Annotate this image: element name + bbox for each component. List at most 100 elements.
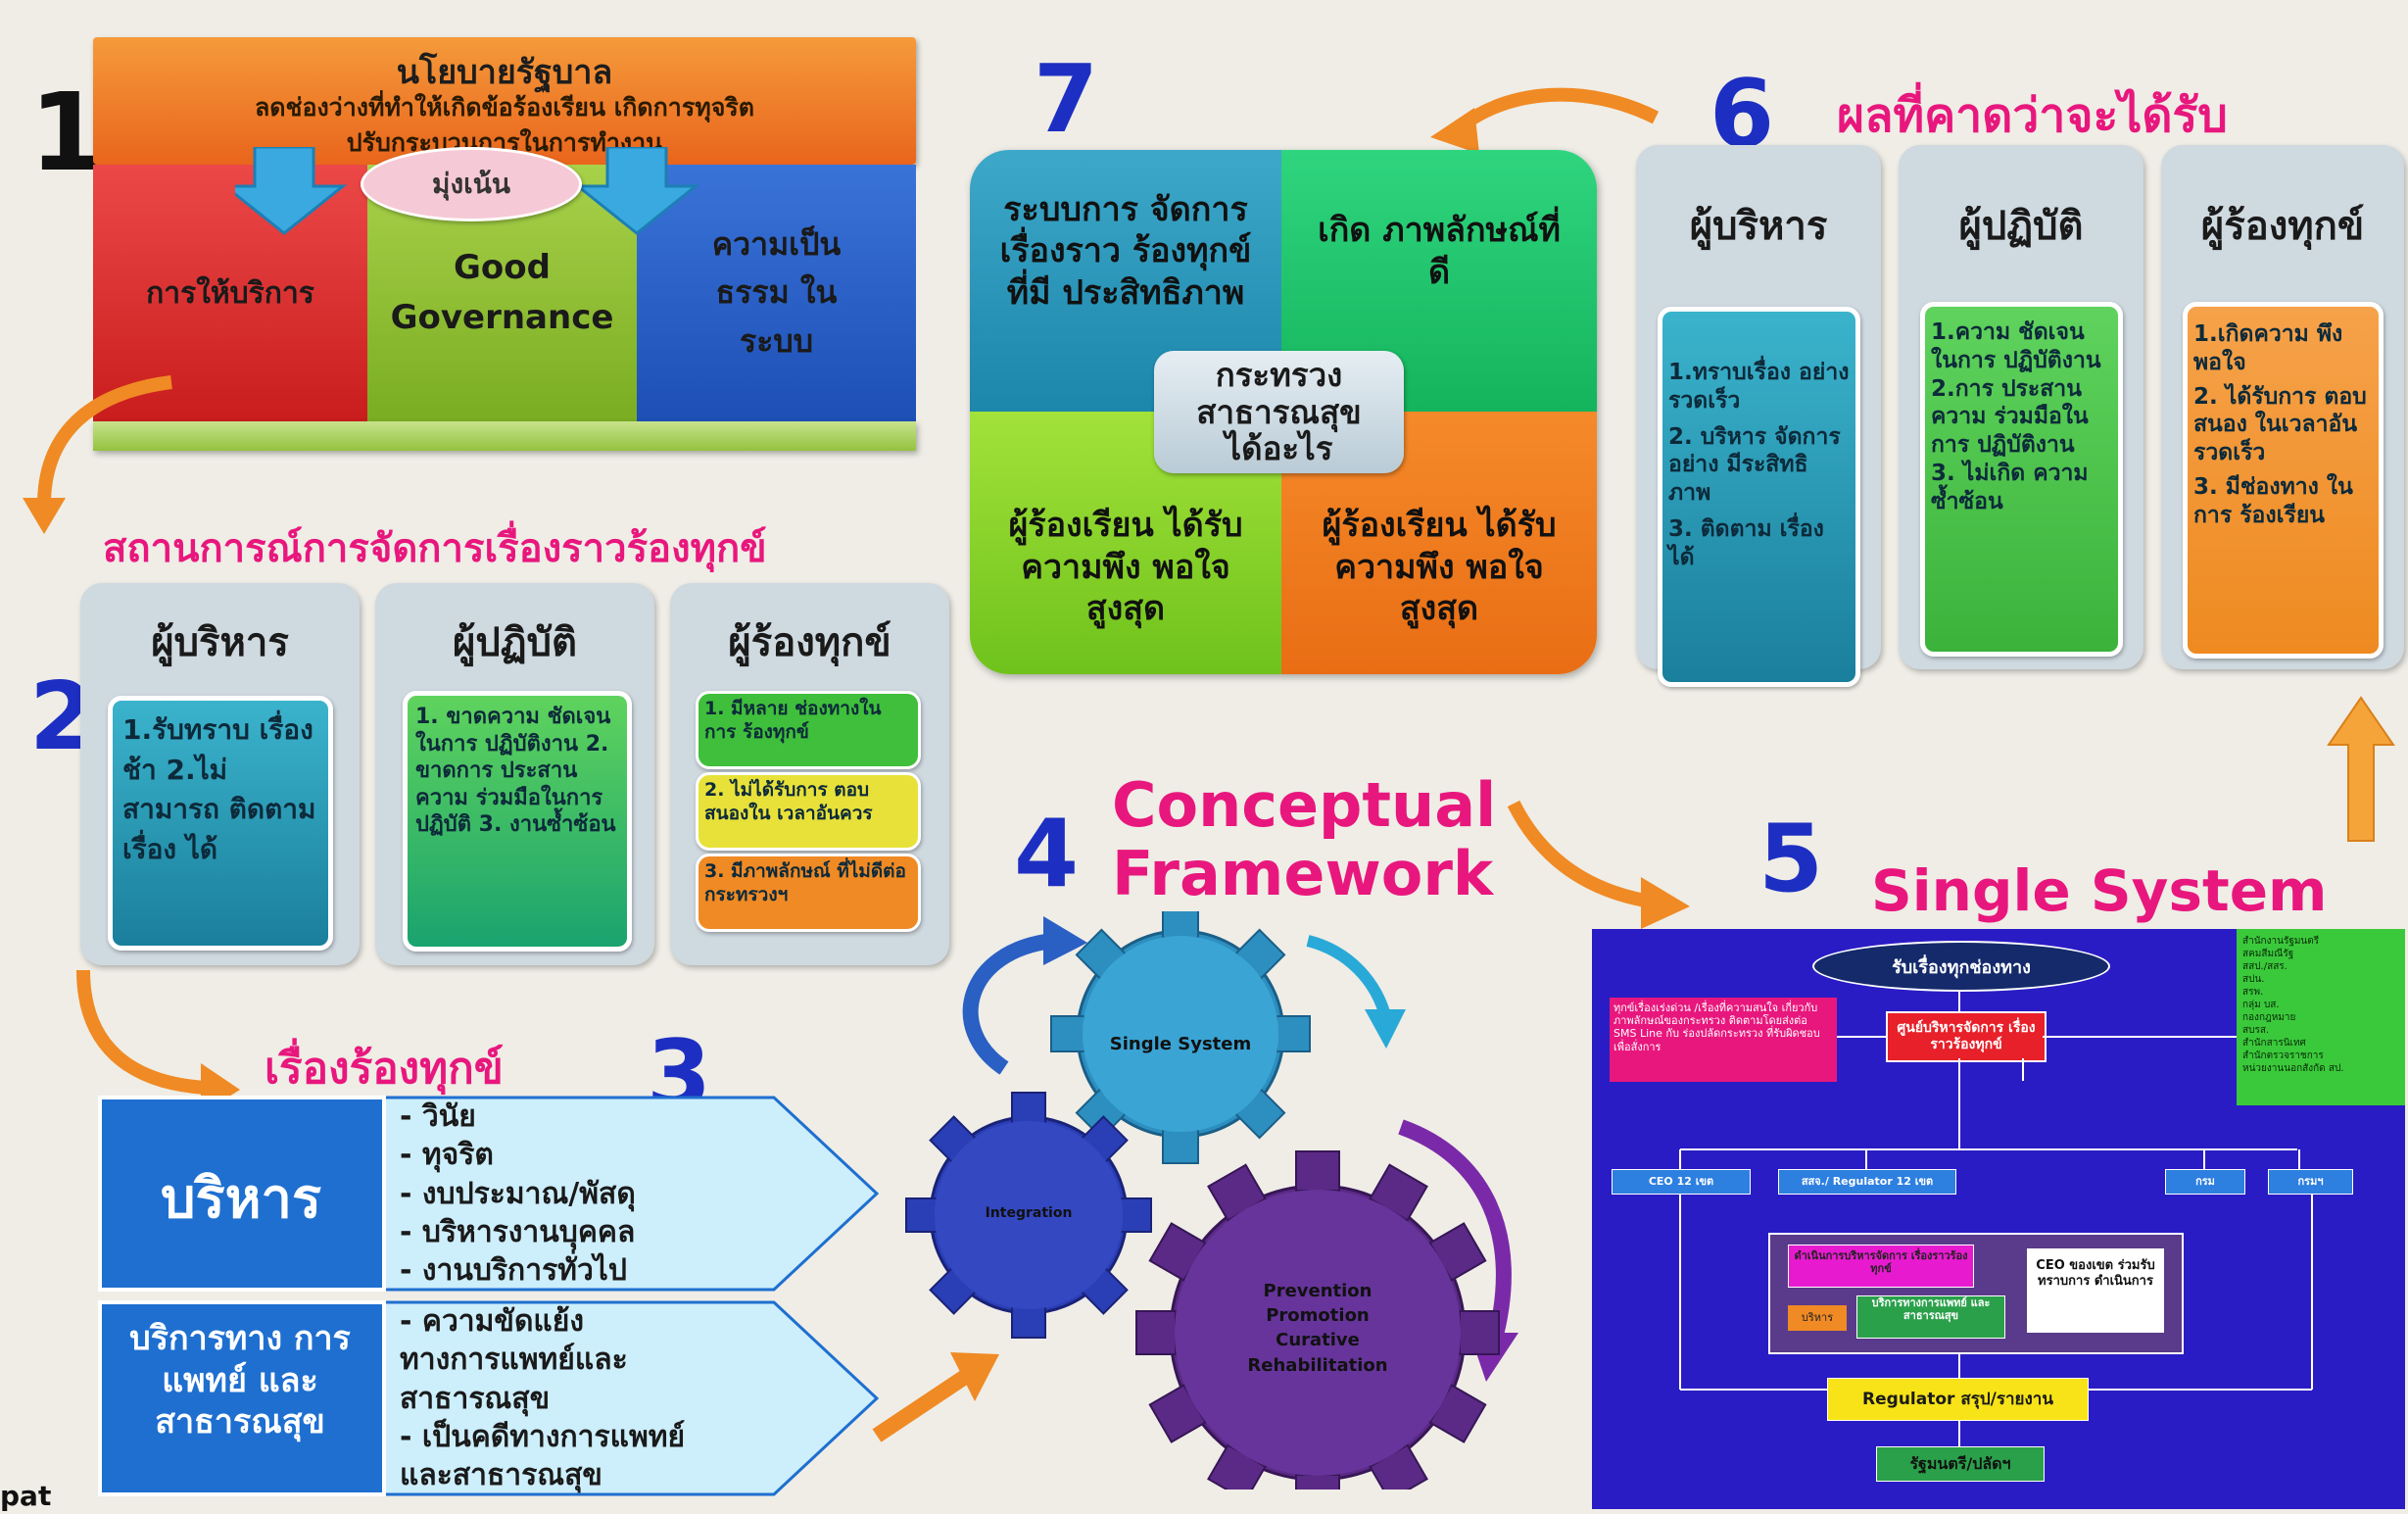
result-card-complainant: ผู้ร้องทุกข์ 1.เกิดความ พึงพอใจ 2. ได้รั… (2161, 145, 2404, 669)
list-item: สสป./สสร. (2242, 961, 2288, 972)
list-item: 2. บริหาร จัดการอย่าง มีระสิทธิภาพ (1668, 423, 1841, 507)
branch-box: กรมฯ (2268, 1169, 2353, 1195)
list-item: หน่วยงานนอกสังกัด สป. (2242, 1063, 2344, 1074)
policy-line-1: ลดช่องว่างที่ทำให้เกิดข้อร้องเรียน เกิดก… (254, 93, 755, 122)
single-system-panel: รับเรื่องทุกช่องทาง ศูนย์บริหารจัดการ เร… (1592, 929, 2405, 1509)
list-item: - ทุจริต (400, 1138, 494, 1173)
list-item: สปน. (2242, 974, 2265, 985)
section-1-number: 1 (29, 70, 105, 195)
gear-left-label: Integration (985, 1205, 1073, 1221)
flow-lines (1679, 990, 2313, 1446)
list-item: สรพ. (2242, 987, 2264, 998)
center-box: ศูนย์บริหารจัดการ เรื่องราวร้องทุกข์ (1886, 1011, 2047, 1062)
list-item: 3. มีช่องทาง ในการ ร้องเรียน (2193, 473, 2353, 528)
curved-arrow-icon (1430, 87, 1660, 154)
card-body: 1. ขาดความ ชัดเจนในการ ปฏิบัติงาน 2. ขาด… (403, 691, 632, 952)
list-item: - งบประมาณ/พัสดุ (400, 1176, 636, 1211)
col-right-label: ความเป็น ธรรม ในระบบ (711, 224, 842, 360)
section-6-title: ผลที่คาดว่าจะได้รับ (1837, 88, 2228, 143)
list-item: กลุ่ม บส. (2242, 1000, 2280, 1010)
curved-arrow-icon (1507, 800, 1690, 929)
gear-big-label: Promotion (1266, 1305, 1370, 1327)
card-body: 1.รับทราบ เรื่องช้า 2.ไม่สามารถ ติดตามเร… (108, 696, 333, 951)
down-arrows-icon (235, 147, 700, 235)
mid-pink: ดำเนินการบริหารจัดการ เรื่องราวร้องทุกข์ (1788, 1245, 1974, 1288)
top-oval-label: รับเรื่องทุกช่องทาง (1892, 956, 2031, 978)
list-item: สคมสีมณีรัฐ (2242, 949, 2294, 959)
complaint-row-medical: บริการทาง การแพทย์ และ สาธารณสุข - ความข… (98, 1300, 882, 1496)
card-header: ผู้ปฏิบัติ (452, 620, 578, 665)
mid-white: CEO ของเขต ร่วมรับทราบการ ดำเนินการ (2027, 1248, 2164, 1333)
list-item: 2.การ ประสานความ ร่วมมือในการ ปฏิบัติงาน (1931, 375, 2089, 459)
up-arrow-icon (2327, 696, 2395, 842)
chevron-shape (98, 1096, 880, 1292)
result-card-executive: ผู้บริหาร 1.ทราบเรื่อง อย่างรวดเร็ว 2. บ… (1636, 145, 1881, 687)
list-item: - วินัย (400, 1099, 476, 1134)
section-3-title: เรื่องร้องทุกข์ (265, 1044, 504, 1094)
regulator-box: Regulator สรุป/รายงาน (1827, 1378, 2089, 1421)
list-item: สาธารณสุข (400, 1381, 551, 1416)
gear-single-system-icon (1050, 911, 1311, 1164)
card-item-3: 3. มีภาพลักษณ์ ที่ไม่ดีต่อ กระทรวงฯ (696, 854, 921, 932)
list-item: 2. ได้รับการ ตอบ สนอง ในเวลาอัน รวดเร็ว (2193, 383, 2367, 466)
list-item: สำนักตรวจราชการ (2242, 1050, 2324, 1061)
matrix-center: กระทรวง สาธารณสุข ได้อะไร (1154, 351, 1404, 473)
situation-card-complainant: ผู้ร้องทุกข์ 1. มีหลาย ช่องทางในการ ร้อง… (670, 583, 949, 965)
list-item: กองกฎหมาย (2242, 1012, 2296, 1023)
gear-big-label: Prevention (1263, 1281, 1373, 1301)
row-items: - วินัย - ทุจริต - งบประมาณ/พัสดุ - บริห… (400, 1098, 636, 1290)
minister-box: รัฐมนตรี/ปลัดฯ (1876, 1446, 2045, 1482)
card-header: ผู้บริหาร (151, 620, 289, 665)
gear-integration-icon (905, 1092, 1152, 1339)
row-label: บริการทาง การแพทย์ และ สาธารณสุข (129, 1319, 351, 1441)
gear-top-label: Single System (1109, 1034, 1252, 1054)
corner-text: pat (0, 1480, 52, 1512)
list-item: - บริหารงานบุคคล (400, 1214, 636, 1249)
focus-oval: มุ่งเน้น (361, 147, 582, 221)
list-item: 1.ทราบเรื่อง อย่างรวดเร็ว (1668, 360, 1850, 414)
section-4-number: 4 (1014, 801, 1080, 908)
gears-diagram (905, 911, 1518, 1490)
result-card-operator: ผู้ปฏิบัติ 1.ความ ชัดเจน ในการ ปฏิบัติงา… (1899, 145, 2143, 669)
list-item: และสาธารณสุข (400, 1458, 602, 1493)
list-item: สำนักงานรัฐมนตรี (2242, 936, 2320, 947)
branch-box: สสจ./ Regulator 12 เขต (1778, 1169, 1956, 1195)
mid-tag-medical: บริการทางการแพทย์ และสาธารณสุข (1856, 1295, 2005, 1339)
card-item-2: 2. ไม่ได้รับการ ตอบสนองใน เวลาอันควร (696, 772, 921, 851)
gear-big-labels: Prevention Promotion Curative Rehabilita… (1244, 1279, 1391, 1378)
card-header: ผู้ปฏิบัติ (1958, 204, 2084, 249)
list-item: - ความขัดแย้ง (400, 1304, 584, 1339)
single-system-title: Single System (1871, 857, 2328, 924)
card-header: ผู้ร้องทุกข์ (728, 620, 891, 665)
col-mid-label: Good Governance (390, 248, 614, 337)
framework-title-1: Conceptual (1112, 769, 1497, 841)
focus-label: มุ่งเน้น (432, 168, 510, 200)
curved-arrow-icon (23, 375, 172, 534)
row-items: - ความขัดแย้ง ทางการแพทย์และ สาธารณสุข -… (400, 1302, 685, 1494)
situation-card-operator: ผู้ปฏิบัติ 1. ขาดความ ชัดเจนในการ ปฏิบัต… (375, 583, 654, 965)
list-item: 1.ความ ชัดเจน ในการ ปฏิบัติงาน (1931, 319, 2101, 373)
list-item: สำนักสารนิเทศ (2242, 1038, 2306, 1049)
gear-big-label: Rehabilitation (1247, 1354, 1388, 1376)
mid-tag-admin: บริหาร (1788, 1305, 1847, 1331)
list-item: 1.เกิดความ พึงพอใจ (2193, 321, 2343, 375)
straight-arrow-icon (872, 1352, 999, 1442)
list-item: 3. ไม่เกิด ความซ้ำซ้อน (1931, 460, 2089, 514)
framework-title-2: Framework (1112, 838, 1494, 909)
card-item-1: 1. มีหลาย ช่องทางในการ ร้องทุกข์ (696, 691, 921, 769)
policy-title: นโยบายรัฐบาล (396, 53, 613, 92)
branch-box: CEO 12 เขต (1612, 1169, 1751, 1195)
top-oval: รับเรื่องทุกช่องทาง (1812, 941, 2110, 992)
mid-panel: ดำเนินการบริหารจัดการ เรื่องราวร้องทุกข์… (1768, 1233, 2184, 1354)
section-5-number: 5 (1758, 806, 1824, 913)
chevron-shape (98, 1300, 880, 1496)
gear-prevention-icon (1135, 1150, 1500, 1490)
list-item: - งานบริการทั่วไป (400, 1253, 627, 1289)
policy-col-right: ความเป็น ธรรม ในระบบ (637, 165, 916, 421)
card-body: 1.ทราบเรื่อง อย่างรวดเร็ว 2. บริหาร จัดก… (1658, 307, 1860, 687)
situation-card-executive: ผู้บริหาร 1.รับทราบ เรื่องช้า 2.ไม่สามาร… (80, 583, 360, 965)
right-list: สำนักงานรัฐมนตรี สคมสีมณีรัฐ สสป./สสร. ส… (2237, 929, 2405, 1105)
gear-big-label: Curative (1276, 1330, 1360, 1351)
card-header: ผู้บริหาร (1689, 204, 1828, 249)
branch-box: กรม (2165, 1169, 2245, 1195)
